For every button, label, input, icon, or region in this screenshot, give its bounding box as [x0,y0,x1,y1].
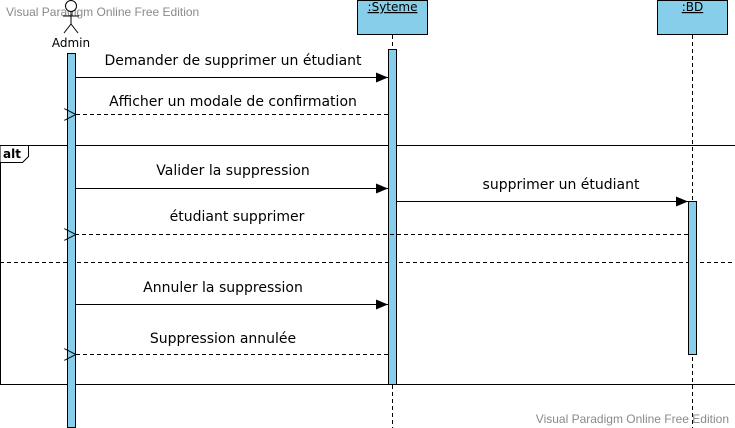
system-lifeline-header [357,0,428,35]
message-label-annulee: Suppression annulée [150,331,296,347]
watermark-bottom: Visual Paradigm Online Free Edition [536,412,729,426]
message-label-supprimer: supprimer un étudiant [483,177,640,193]
alt-fragment-tab [0,145,29,163]
admin-actor-icon [63,0,79,34]
system-activation-bar [388,49,397,385]
db-lifeline-header [657,0,728,35]
db-lifeline-label: :BD [682,0,704,14]
message-label-valider: Valider la suppression [156,163,309,179]
message-label-demander: Demander de supprimer un étudiant [104,53,362,69]
admin-actor-label: Admin [52,36,90,50]
message-label-etudiant-supprimer: étudiant supprimer [170,209,305,225]
system-lifeline-label: :Syteme [368,0,418,14]
watermark-top: Visual Paradigm Online Free Edition [6,5,199,19]
admin-activation-bar [67,53,76,428]
alt-fragment-label: alt [3,147,21,161]
message-label-annuler: Annuler la suppression [143,280,303,296]
db-activation-bar [688,201,697,355]
message-label-afficher: Afficher un modale de confirmation [109,94,357,110]
alt-fragment-frame [0,145,735,385]
